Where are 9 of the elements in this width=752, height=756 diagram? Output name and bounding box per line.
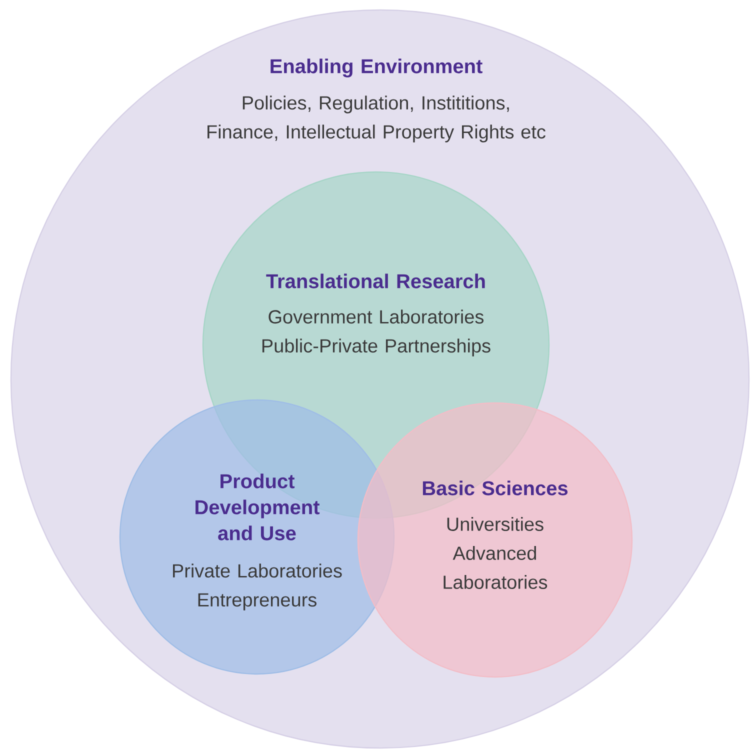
circle-heading: Enabling Environment <box>270 58 482 78</box>
circle-body: Policies, Regulation, Instititions, Finance, Intellectual Property Rights etc <box>208 96 546 142</box>
venn-circle <box>357 402 633 678</box>
circle-heading: Translational Research <box>266 274 485 288</box>
circle-heading: Product Development and Use <box>196 474 320 540</box>
circle-body: Private Laboratories Entrepreneurs <box>173 564 342 610</box>
circle-body: Universities Advanced Laboratories <box>444 517 548 589</box>
circle-body: Government Laboratories Public-Private Partnerships <box>262 310 490 356</box>
circle-heading: Basic Sciences <box>422 480 568 496</box>
